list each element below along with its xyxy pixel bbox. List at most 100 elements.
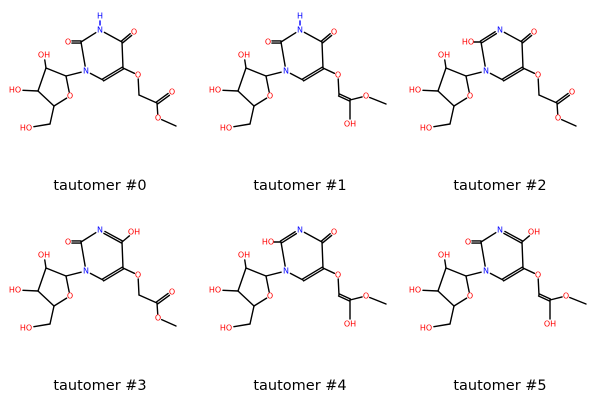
bond — [538, 94, 558, 104]
bond — [222, 289, 239, 292]
bond — [249, 305, 255, 325]
bond — [121, 235, 131, 243]
bond — [53, 297, 68, 307]
bond — [449, 105, 455, 125]
methoxy-oxygen-label: O — [363, 292, 369, 301]
enol-hydroxyl-label: OH — [344, 120, 356, 129]
hydroxyl-top-label: OH — [38, 51, 50, 60]
tautomer-caption: tautomer #1 — [253, 178, 347, 194]
bond — [337, 295, 351, 302]
bond — [103, 31, 123, 43]
n1-label: N — [283, 67, 289, 76]
bond — [156, 94, 171, 105]
bond — [302, 68, 325, 82]
bond — [501, 266, 524, 280]
sugar-ring-oxygen: O — [267, 92, 273, 101]
c4-substituent-label: O — [331, 228, 337, 237]
hydroxyl-top-label: OH — [438, 251, 450, 260]
bond — [303, 31, 323, 43]
bond — [222, 89, 239, 92]
bond — [289, 72, 304, 81]
bond — [103, 232, 123, 244]
bond — [537, 78, 540, 96]
c4-substituent-label: OH — [128, 228, 140, 237]
bond — [522, 267, 536, 275]
bond — [555, 92, 569, 103]
bond — [137, 278, 140, 296]
bond — [349, 296, 363, 301]
n1-label: N — [483, 67, 489, 76]
c4-substituent-label: O — [331, 28, 337, 37]
bond — [280, 232, 298, 244]
bond — [22, 89, 39, 92]
tautomer-caption: tautomer #0 — [53, 178, 147, 194]
bond — [422, 289, 439, 292]
bond — [265, 275, 270, 293]
bond — [320, 233, 331, 242]
n1-label: N — [83, 267, 89, 276]
bond — [156, 294, 171, 305]
hydroxymethyl-label: HO — [420, 124, 432, 133]
bond — [465, 71, 482, 77]
n3-label: N — [297, 26, 303, 35]
bond — [538, 293, 552, 300]
bond — [121, 41, 124, 69]
bond — [503, 232, 523, 244]
bond — [480, 32, 498, 44]
hydroxyl-top-label: OH — [438, 51, 450, 60]
bond — [437, 290, 455, 307]
c2-substituent-label: HO — [262, 238, 274, 247]
hydroxymethyl-label: HO — [20, 324, 32, 333]
sugar-ring-oxygen: O — [67, 92, 73, 101]
bond — [37, 67, 47, 92]
bond — [280, 41, 286, 67]
n3-label: N — [497, 226, 503, 235]
bond — [44, 259, 47, 269]
bond — [520, 33, 531, 42]
hydroxyl-top-label: OH — [38, 251, 50, 260]
bond — [45, 267, 67, 277]
n1-label: N — [283, 267, 289, 276]
tautomer-caption: tautomer #2 — [453, 178, 547, 194]
bond — [33, 323, 51, 328]
hydroxymethyl-label: HO — [20, 124, 32, 133]
enol-hydroxyl-label: OH — [544, 320, 556, 329]
bond — [80, 231, 97, 243]
bond — [522, 67, 536, 75]
bond — [338, 293, 352, 300]
ether-oxygen-label: O — [335, 271, 341, 280]
c2-substituent-label: O — [465, 238, 471, 247]
bond — [102, 268, 125, 282]
sugar-ring-oxygen: O — [467, 292, 473, 301]
bond — [156, 102, 159, 115]
bond — [569, 296, 587, 305]
bond — [560, 118, 577, 127]
bond — [245, 267, 267, 277]
hydroxyl-left-label: HO — [209, 86, 221, 95]
bond — [44, 59, 47, 69]
bond — [465, 275, 470, 293]
bond — [138, 294, 158, 304]
methoxy-oxygen-label: O — [555, 114, 561, 123]
tautomer-caption: tautomer #3 — [53, 378, 147, 394]
n3-label: N — [97, 226, 103, 235]
tautomer-caption: tautomer #5 — [453, 378, 547, 394]
bond — [53, 97, 68, 107]
bond — [280, 241, 286, 267]
c2-substituent-label: HO — [462, 38, 474, 47]
bond — [122, 267, 136, 275]
bond — [489, 72, 504, 81]
bond — [89, 72, 104, 81]
bond — [265, 71, 282, 77]
bond — [49, 305, 55, 325]
bond — [121, 241, 124, 269]
bond — [338, 93, 352, 100]
methoxy-oxygen-label: O — [155, 114, 161, 123]
methoxy-oxygen-label: O — [563, 292, 569, 301]
methoxy-oxygen-label: O — [363, 92, 369, 101]
sugar-ring-oxygen: O — [467, 92, 473, 101]
